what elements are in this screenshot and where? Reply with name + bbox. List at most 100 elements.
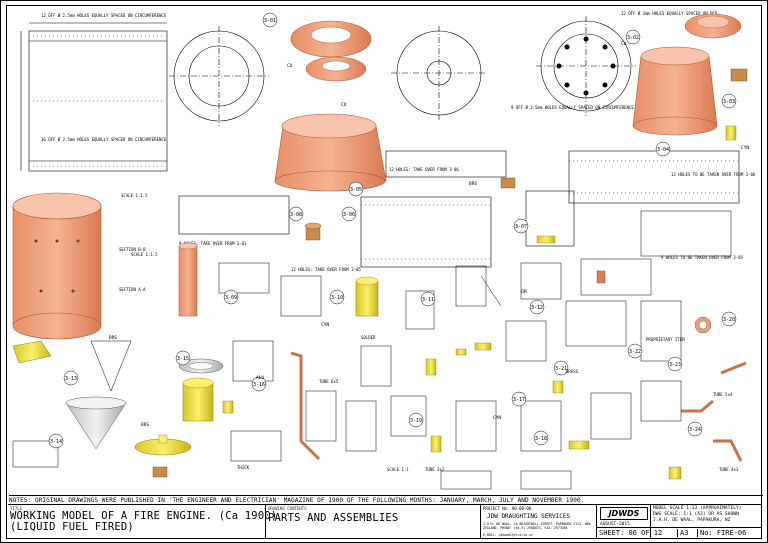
svg-text:3-09: 3-09 bbox=[225, 295, 237, 301]
svg-text:GM: GM bbox=[521, 289, 527, 295]
info-cell: MODEL SCALE 1:13 (APPROXIMATELY) DWG SCA… bbox=[651, 505, 762, 539]
part-3-01-development bbox=[20, 22, 168, 172]
funnel-outline bbox=[90, 340, 132, 392]
drawing-title: WORKING MODEL OF A FIRE ENGINE. (Ca 1900… bbox=[10, 511, 277, 533]
brass-wedge bbox=[12, 340, 52, 364]
copper-cone-small bbox=[632, 46, 718, 136]
note-holes-12b: 12 OFF Ø 3mm HOLES EQUALLY SPACED ON PCD bbox=[621, 11, 718, 16]
drawing-contents: PARTS AND ASSEMBLIES bbox=[268, 512, 399, 524]
brass-cylinder-2 bbox=[182, 377, 214, 422]
copper-ring-part bbox=[290, 20, 372, 82]
svg-text:3-10: 3-10 bbox=[331, 295, 343, 301]
svg-text:3-22: 3-22 bbox=[629, 349, 641, 355]
svg-text:3-03: 3-03 bbox=[723, 99, 735, 105]
svg-text:TUBE 6x5: TUBE 6x5 bbox=[319, 379, 339, 384]
flange-circle-1 bbox=[169, 26, 269, 126]
company-logo: JDWDS bbox=[600, 507, 648, 520]
copper-bent-pipes bbox=[290, 351, 747, 462]
svg-text:BRS: BRS bbox=[141, 422, 149, 428]
svg-text:3-11: 3-11 bbox=[422, 297, 434, 303]
svg-text:3-23: 3-23 bbox=[669, 362, 681, 368]
company-name: JDW DRAUGHTING SERVICES bbox=[487, 513, 571, 520]
steel-ring bbox=[178, 358, 224, 374]
brass-cylinder bbox=[355, 276, 379, 317]
svg-text:ALU: ALU bbox=[256, 375, 264, 381]
title-line-2: (LIQUID FUEL FIRED) bbox=[10, 521, 134, 533]
sheet-development-2 bbox=[568, 150, 740, 204]
note-taken-over-3-06: 12 HOLES TO BE TAKEN OVER FROM 3-06 bbox=[671, 172, 756, 177]
svg-text:3-12: 3-12 bbox=[531, 305, 543, 311]
svg-text:3-02: 3-02 bbox=[627, 35, 639, 41]
svg-text:BRS: BRS bbox=[109, 335, 117, 341]
svg-text:3-07: 3-07 bbox=[515, 224, 527, 230]
note-section-a: SECTION A-A bbox=[119, 287, 146, 292]
note-take-over-3-06: 12 HOLES: TAKE OVER FROM 3-06 bbox=[389, 167, 459, 172]
svg-text:CU: CU bbox=[287, 63, 293, 69]
drawing-date: AUGUST-2015 bbox=[600, 522, 630, 527]
svg-text:3-16: 3-16 bbox=[253, 382, 265, 388]
logo-cell: JDWDS AUGUST-2015 bbox=[597, 505, 651, 539]
steel-funnel bbox=[65, 396, 127, 450]
svg-text:CYN: CYN bbox=[741, 145, 749, 151]
svg-text:3-13: 3-13 bbox=[65, 376, 77, 382]
svg-text:BRS: BRS bbox=[469, 181, 477, 187]
svg-text:TUBE 4x3: TUBE 4x3 bbox=[719, 467, 739, 472]
note-taken-over-3-05: 9 HOLES TO BE TAKEN OVER FROM 3-05 bbox=[661, 255, 743, 260]
company-email: E-MAIL: jdewaal@xtra.co.nz bbox=[483, 533, 533, 537]
note-holes-36: 36 OFF Ø 2.5mm HOLES EQUALLY SPACED ON C… bbox=[41, 137, 167, 142]
title-cell: TITLE WORKING MODEL OF A FIRE ENGINE. (C… bbox=[8, 505, 277, 539]
svg-text:BRASS: BRASS bbox=[566, 369, 579, 374]
brass-fittings bbox=[222, 125, 737, 480]
dwg-scale: DWG SCALE: 1:1 (A3) OR AS SHOWN bbox=[653, 512, 739, 517]
misc-notes: PROPRIETARY ITEM SOLDER BRASS TUBE 6x5 T… bbox=[237, 267, 739, 472]
bronze-nozzle bbox=[304, 222, 322, 241]
sheet-size: A3 bbox=[677, 529, 688, 537]
brass-lid bbox=[134, 434, 192, 456]
flange-circle-2 bbox=[391, 26, 487, 121]
project-no: PROJECT No. 90-00-00 bbox=[483, 506, 532, 511]
engineering-drawing: 12 OFF Ø 2.5mm HOLES EQUALLY SPACED ON C… bbox=[12, 11, 756, 490]
svg-text:SCALE 1:1: SCALE 1:1 bbox=[387, 467, 409, 472]
drawing-border bbox=[6, 5, 762, 539]
svg-text:3-06: 3-06 bbox=[343, 212, 355, 218]
company-address: J.A.H. DE WAAL, 10 BRIGHTWELL STREET, PA… bbox=[483, 522, 591, 530]
model-scale: MODEL SCALE 1:13 (APPROXIMATELY) bbox=[653, 506, 742, 511]
title-line-1: WORKING MODEL OF A FIRE ENGINE. (Ca 1900… bbox=[10, 510, 278, 522]
copper-boiler-shell bbox=[12, 192, 102, 340]
svg-text:CYN: CYN bbox=[493, 415, 501, 421]
svg-text:3-19: 3-19 bbox=[410, 418, 422, 424]
svg-text:SOLDER: SOLDER bbox=[361, 335, 376, 340]
flange-circle-3 bbox=[536, 16, 636, 116]
note-scale-1: SCALE 1:1.5 bbox=[121, 193, 148, 198]
svg-text:THICK: THICK bbox=[237, 465, 250, 470]
sheet-development-1 bbox=[360, 196, 492, 268]
copper-cone-shell bbox=[274, 113, 387, 192]
note-take-over-3-01: 9 HOLES: TAKE OVER FROM 3-01 bbox=[179, 241, 247, 246]
svg-text:12 HOLES: TAKE OVER FROM 3-05: 12 HOLES: TAKE OVER FROM 3-05 bbox=[291, 267, 361, 272]
contents-label: DRAWING CONTENTS bbox=[268, 506, 307, 511]
svg-text:3-21: 3-21 bbox=[555, 366, 567, 372]
notes-line: NOTES: ORIGINAL DRAWINGS WERE PUBLISHED … bbox=[9, 495, 763, 505]
copper-tube-part bbox=[178, 242, 198, 317]
svg-text:3-24: 3-24 bbox=[689, 427, 701, 433]
svg-text:3-17: 3-17 bbox=[513, 397, 525, 403]
svg-text:PROPRIETARY ITEM: PROPRIETARY ITEM bbox=[646, 337, 685, 342]
svg-text:CU: CU bbox=[341, 102, 347, 108]
drawing-number: No: FIRE-06 bbox=[697, 529, 746, 537]
svg-text:3-20: 3-20 bbox=[723, 317, 735, 323]
part-label-bubbles: 3-01 3-02 3-03 3-04 3-05 3-06 3-07 3-08 … bbox=[48, 12, 737, 449]
svg-text:CYN: CYN bbox=[321, 322, 329, 328]
svg-text:3-15: 3-15 bbox=[177, 356, 189, 362]
svg-text:3-08: 3-08 bbox=[290, 212, 302, 218]
note-scale-2: SCALE 1:1.5 bbox=[131, 252, 158, 257]
title-block: TITLE WORKING MODEL OF A FIRE ENGINE. (C… bbox=[8, 504, 762, 539]
sheet-row: SHEET: 06 OF 12 A3 No: FIRE-06 bbox=[597, 527, 762, 540]
material-labels: CU CU CU BRS BRS BRS CYN CYN CYN ALU GM bbox=[109, 41, 749, 428]
svg-text:3-05: 3-05 bbox=[350, 187, 362, 193]
title-label: TITLE bbox=[10, 506, 23, 511]
svg-text:3-18: 3-18 bbox=[535, 436, 547, 442]
drawn-by: J.A.H. DE WAAL, PAPAKURA, NZ bbox=[653, 518, 731, 523]
sheet-number: SHEET: 06 OF 12 bbox=[599, 529, 663, 537]
note-section-b: SECTION B-B bbox=[119, 247, 146, 252]
